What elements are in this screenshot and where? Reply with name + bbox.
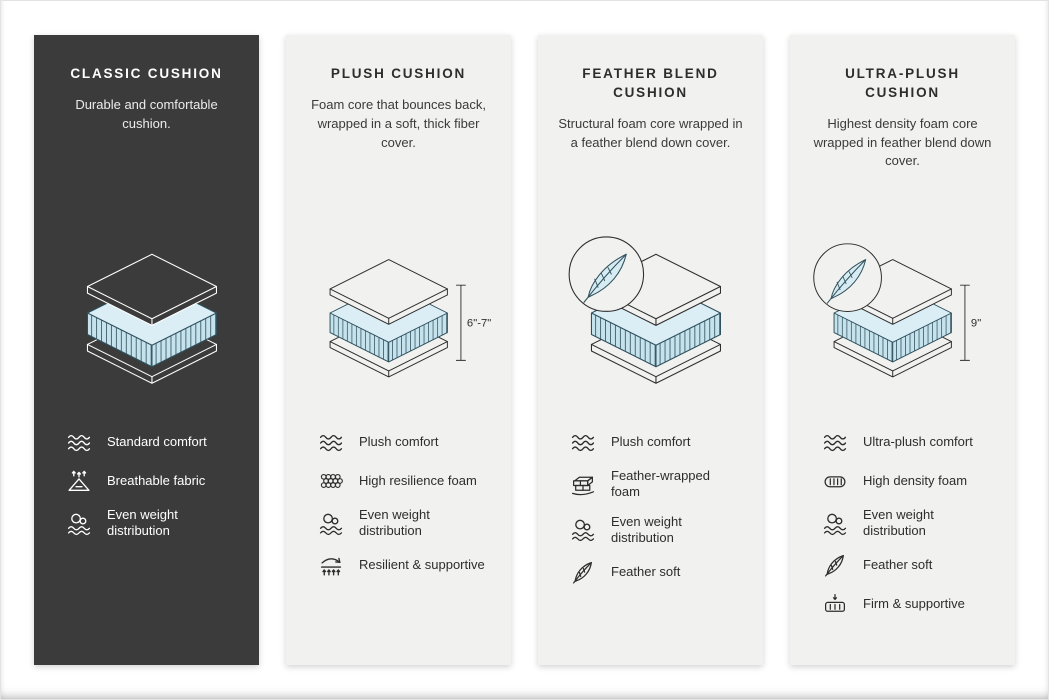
breathable-icon bbox=[64, 468, 94, 494]
feature-label: Plush comfort bbox=[611, 433, 691, 449]
feather-icon bbox=[820, 553, 850, 579]
waves-icon bbox=[316, 429, 346, 455]
card-description: Foam core that bounces back, wrapped in … bbox=[311, 96, 486, 150]
feature-row: Ultra-plush comfort bbox=[820, 429, 995, 455]
card-description: Structural foam core wrapped in a feathe… bbox=[558, 115, 743, 150]
foam-cells-icon bbox=[316, 468, 346, 494]
cushion-illustration: 9" bbox=[813, 243, 981, 378]
feature-row: Breathable fabric bbox=[64, 468, 239, 494]
density-foam-icon bbox=[820, 468, 850, 494]
resilient-icon bbox=[316, 553, 346, 579]
feature-row: Even weight distribution bbox=[820, 507, 995, 540]
feather-badge-icon bbox=[568, 236, 644, 312]
cushion-illustration bbox=[568, 236, 721, 384]
waves-icon bbox=[568, 429, 598, 455]
feature-row: Even weight distribution bbox=[316, 507, 491, 540]
card-title: ULTRA-PLUSH CUSHION bbox=[845, 66, 960, 100]
feature-label: Ultra-plush comfort bbox=[863, 433, 973, 449]
feature-row: High density foam bbox=[820, 468, 995, 494]
feature-row: Feather soft bbox=[568, 559, 743, 585]
feature-row: Standard comfort bbox=[64, 429, 239, 455]
card-classic-cushion: CLASSIC CUSHION Durable and comfortable … bbox=[34, 35, 259, 665]
cushion-diagram bbox=[558, 213, 743, 413]
weight-distribution-icon bbox=[568, 517, 598, 543]
feature-row: Plush comfort bbox=[316, 429, 491, 455]
feature-label: High resilience foam bbox=[359, 472, 477, 488]
waves-icon bbox=[64, 429, 94, 455]
cushion-diagram: 6"-7" bbox=[306, 213, 491, 413]
feature-label: Feather soft bbox=[611, 563, 681, 579]
feature-label: Firm & supportive bbox=[863, 596, 965, 612]
card-title: CLASSIC CUSHION bbox=[70, 66, 223, 81]
feature-row: Even weight distribution bbox=[64, 507, 239, 540]
card-header: PLUSH CUSHION Foam core that bounces bac… bbox=[306, 65, 491, 213]
weight-distribution-icon bbox=[820, 510, 850, 536]
card-plush-cushion: PLUSH CUSHION Foam core that bounces bac… bbox=[286, 35, 511, 665]
feather-badge-icon bbox=[813, 243, 882, 312]
card-header: CLASSIC CUSHION Durable and comfortable … bbox=[54, 65, 239, 213]
card-ultra-plush-cushion: ULTRA-PLUSH CUSHION Highest density foam… bbox=[790, 35, 1015, 665]
height-measure-label: 6"-7" bbox=[467, 318, 491, 330]
feature-label: Even weight distribution bbox=[863, 507, 934, 539]
card-header: ULTRA-PLUSH CUSHION Highest density foam… bbox=[810, 65, 995, 213]
feature-label: Even weight distribution bbox=[359, 507, 430, 539]
height-measure bbox=[959, 284, 970, 361]
feature-label: High density foam bbox=[863, 472, 968, 488]
weight-distribution-icon bbox=[64, 510, 94, 536]
cushion-diagram: 9" bbox=[810, 213, 995, 413]
weight-distribution-icon bbox=[316, 510, 346, 536]
wrapped-foam-icon bbox=[568, 471, 598, 497]
feature-list: Plush comfort Feather-wrapped foam Even … bbox=[558, 429, 743, 585]
height-measure-label: 9" bbox=[971, 318, 981, 330]
feature-label: Even weight distribution bbox=[107, 507, 178, 539]
firm-supportive-icon bbox=[820, 592, 850, 618]
feature-row: Firm & supportive bbox=[820, 592, 995, 618]
feature-label: Even weight distribution bbox=[611, 513, 682, 545]
cushion-layers-graphic bbox=[329, 259, 448, 378]
waves-icon bbox=[820, 429, 850, 455]
card-title: FEATHER BLEND CUSHION bbox=[582, 66, 719, 100]
feature-list: Ultra-plush comfort High density foam Ev… bbox=[810, 429, 995, 618]
feature-row: Even weight distribution bbox=[568, 514, 743, 547]
card-title: PLUSH CUSHION bbox=[330, 66, 467, 81]
feature-label: Resilient & supportive bbox=[359, 557, 485, 573]
feature-row: Plush comfort bbox=[568, 429, 743, 455]
feature-row: Feather-wrapped foam bbox=[568, 468, 743, 501]
height-measure bbox=[455, 284, 466, 361]
card-header: FEATHER BLEND CUSHION Structural foam co… bbox=[558, 65, 743, 213]
feature-row: Feather soft bbox=[820, 553, 995, 579]
cushion-illustration bbox=[86, 253, 217, 384]
feature-list: Plush comfort High resilience foam Even … bbox=[306, 429, 491, 579]
feature-label: Plush comfort bbox=[359, 433, 439, 449]
card-description: Durable and comfortable cushion. bbox=[75, 96, 218, 131]
feature-label: Standard comfort bbox=[107, 433, 207, 449]
card-feather-blend-cushion: FEATHER BLEND CUSHION Structural foam co… bbox=[538, 35, 763, 665]
feature-label: Feather-wrapped foam bbox=[611, 468, 710, 500]
card-description: Highest density foam core wrapped in fea… bbox=[813, 115, 992, 169]
feature-row: High resilience foam bbox=[316, 468, 491, 494]
cushion-illustration: 6"-7" bbox=[329, 259, 491, 378]
feature-label: Breathable fabric bbox=[107, 472, 206, 488]
feature-list: Standard comfort Breathable fabric Even … bbox=[54, 429, 239, 540]
cushion-layers-graphic bbox=[86, 253, 217, 384]
feature-label: Feather soft bbox=[863, 557, 933, 573]
cushion-diagram bbox=[54, 213, 239, 413]
feather-icon bbox=[568, 559, 598, 585]
feature-row: Resilient & supportive bbox=[316, 553, 491, 579]
